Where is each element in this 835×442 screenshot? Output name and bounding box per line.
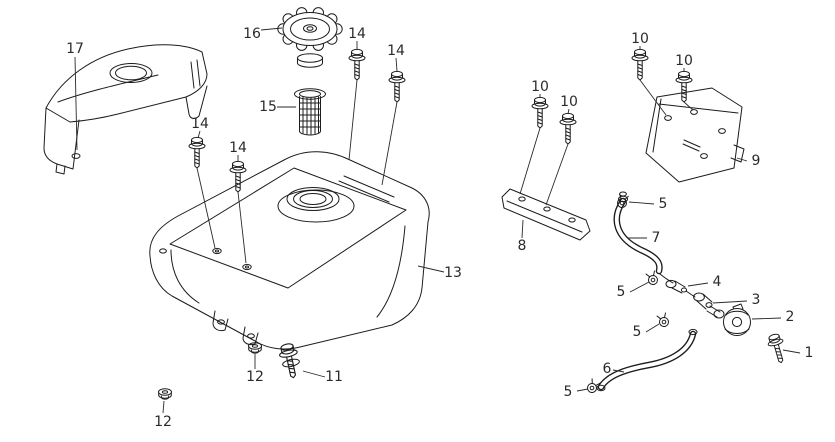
- leader-9: [736, 157, 748, 162]
- leader-5b: [629, 281, 650, 293]
- leader-8: [521, 219, 524, 239]
- leader-5a: [628, 201, 655, 205]
- part-1-bolt: [765, 332, 790, 366]
- leader-6: [612, 369, 625, 373]
- part-4-joint: [665, 279, 696, 298]
- callout-labels: 17 16 14 14 15 14 14 10 10 10 10 9 5 7 8…: [66, 26, 813, 430]
- callout-16: 16: [243, 26, 261, 42]
- part-11-bolt: [277, 341, 303, 381]
- callout-2: 2: [786, 309, 795, 325]
- part-9-bracket: [645, 87, 745, 183]
- leader-5d: [576, 388, 589, 392]
- callout-14b: 14: [387, 43, 405, 59]
- leader-2: [751, 317, 782, 320]
- callout-5a: 5: [659, 196, 668, 212]
- callout-5b: 5: [617, 284, 626, 300]
- callout-10d: 10: [675, 53, 693, 69]
- leader-lines: [74, 27, 801, 414]
- part-16-fuel-cap: [277, 7, 343, 68]
- callout-1: 1: [805, 345, 814, 361]
- leader-13: [417, 265, 445, 273]
- callout-9: 9: [752, 153, 761, 169]
- callout-4: 4: [713, 274, 722, 290]
- callout-14c: 14: [191, 116, 209, 132]
- callout-10a: 10: [531, 79, 549, 95]
- part-8-bracket: [501, 188, 591, 241]
- callout-13: 13: [444, 265, 462, 281]
- callout-7: 7: [652, 230, 661, 246]
- leader-10b: [567, 108, 570, 115]
- callout-8: 8: [518, 238, 527, 254]
- part-2-fuel-cock: [706, 303, 751, 336]
- assembly-lines: [196, 79, 694, 264]
- leader-14c: [197, 130, 201, 139]
- leader-5c: [645, 323, 660, 333]
- callout-14a: 14: [348, 26, 366, 42]
- callout-10c: 10: [631, 31, 649, 47]
- callout-12a: 12: [246, 369, 264, 385]
- leader-4: [687, 282, 709, 287]
- callout-14d: 14: [229, 140, 247, 156]
- leader-16: [260, 27, 283, 31]
- part-17-heat-shield: [43, 44, 208, 175]
- callout-11: 11: [325, 369, 343, 385]
- callout-5c: 5: [633, 324, 642, 340]
- callout-5d: 5: [564, 384, 573, 400]
- part-13-fuel-tank: [149, 151, 430, 350]
- leader-11: [302, 370, 326, 378]
- callout-10b: 10: [560, 94, 578, 110]
- part-7-fuel-pipe: [613, 191, 674, 284]
- leader-14b: [395, 57, 398, 72]
- part-3-fitting: [693, 292, 713, 310]
- part-15-fuel-filter: [294, 88, 326, 136]
- callout-6: 6: [603, 361, 612, 377]
- leader-12b: [162, 400, 165, 414]
- leader-3: [712, 300, 748, 304]
- callout-12b: 12: [154, 414, 172, 430]
- callout-15: 15: [259, 99, 277, 115]
- part-6-fuel-pipe: [596, 328, 698, 392]
- leader-1: [782, 349, 801, 354]
- callout-17: 17: [66, 41, 84, 57]
- part-10-bolts: [531, 48, 693, 145]
- leader-17: [74, 56, 78, 151]
- callout-3: 3: [752, 292, 761, 308]
